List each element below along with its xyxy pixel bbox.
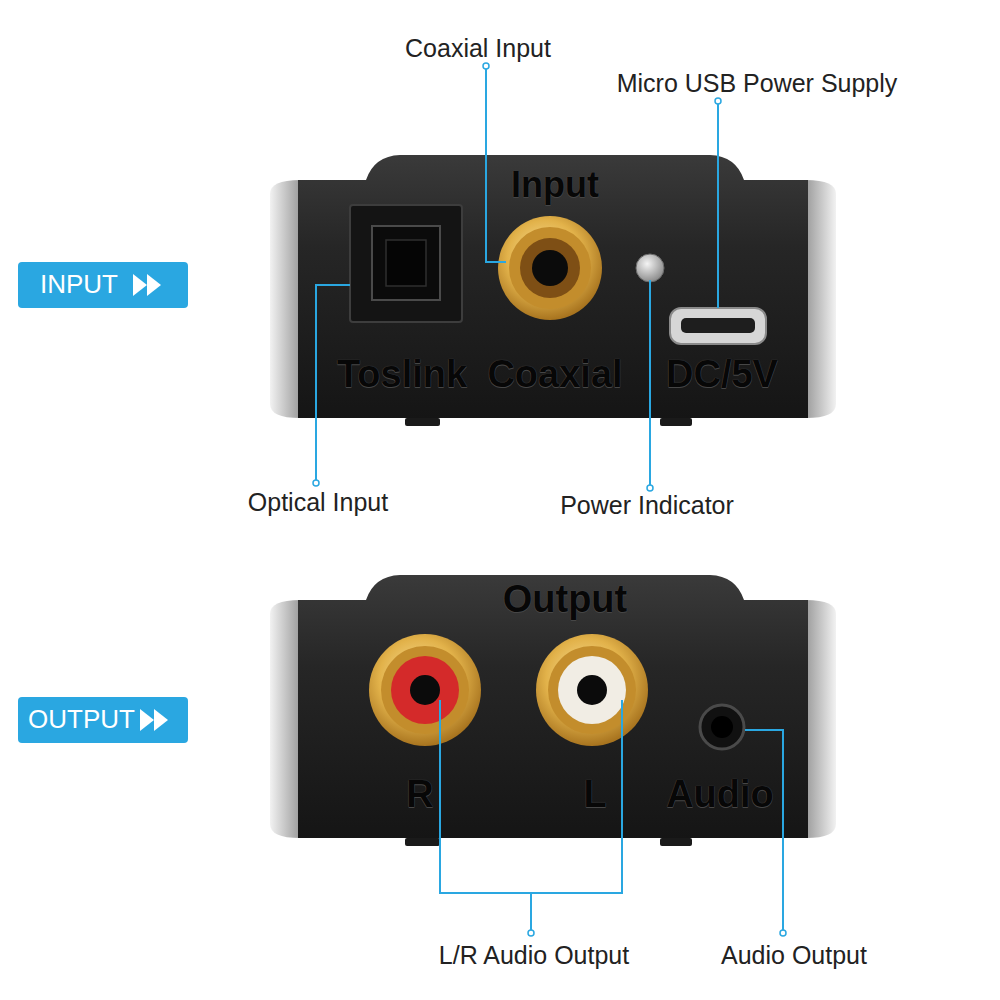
leader-line (745, 730, 783, 933)
callout-label: Audio Output (594, 940, 994, 970)
port-label: Toslink (282, 352, 522, 398)
leader-dot (483, 63, 489, 69)
port-label: Output (445, 577, 685, 623)
port-label: Coaxial (435, 352, 675, 398)
callout-label: Coaxial Input (278, 33, 678, 63)
rca-white-insert (558, 656, 626, 724)
section-badge: INPUT (18, 262, 188, 308)
port-label: R (300, 772, 540, 818)
port-label: Input (435, 163, 675, 206)
usb-shell (670, 308, 766, 344)
silver-side (270, 180, 300, 418)
toslink-port (350, 205, 462, 322)
port-label: Audio (600, 772, 840, 818)
rca-right-port (369, 634, 481, 746)
leader-line (440, 700, 622, 893)
rca-rim (548, 646, 636, 734)
badge-label: OUTPUT (28, 704, 135, 735)
coaxial-port (498, 216, 602, 320)
rca-red-insert (391, 656, 459, 724)
device-foot (660, 838, 692, 846)
device-panel: OutputRLAudio (270, 570, 836, 850)
jack-ring (700, 705, 744, 749)
coaxial-rim (509, 227, 591, 309)
leader-line (316, 285, 350, 483)
device-panel: InputToslinkCoaxialDC/5V (270, 150, 836, 430)
arrow-triangle (140, 709, 154, 731)
badge-label: INPUT (40, 269, 118, 300)
toslink-frame (350, 205, 462, 322)
rca-ring (536, 634, 648, 746)
coaxial-hole (532, 250, 568, 286)
silver-side (806, 180, 836, 418)
silver-side (270, 600, 300, 838)
leader-dot (647, 485, 653, 491)
leader-line (649, 280, 651, 488)
usb-slot (681, 318, 755, 333)
section-badge: OUTPUT (18, 697, 188, 743)
leader-line (486, 66, 506, 262)
leader-dot (715, 98, 721, 104)
leader-line (530, 893, 532, 933)
micro-usb-port (670, 308, 766, 344)
arrow-triangle (154, 709, 168, 731)
rca-ring (369, 634, 481, 746)
rca-rim (381, 646, 469, 734)
leader-dots (313, 63, 786, 936)
callout-label: Optical Input (118, 487, 518, 517)
rca-hole (410, 675, 440, 705)
coaxial-ring (498, 216, 602, 320)
device-foot (660, 418, 692, 426)
callout-label: Power Indicator (447, 490, 847, 520)
coaxial-inner (520, 238, 580, 298)
leader-line (717, 101, 719, 308)
leader-lines (316, 66, 783, 933)
rca-left-port (536, 634, 648, 746)
arrow-triangle (147, 274, 161, 296)
device-foot (405, 838, 440, 846)
arrow-triangle (133, 274, 147, 296)
leader-dot (313, 480, 319, 486)
leader-dot (528, 930, 534, 936)
toslink-shutter (386, 240, 426, 286)
power-led (636, 254, 664, 282)
device-foot (405, 418, 440, 426)
leader-dot (780, 930, 786, 936)
headphone-jack (700, 705, 744, 749)
jack-hole (711, 716, 733, 738)
silver-side (806, 600, 836, 838)
rca-hole (577, 675, 607, 705)
callout-label: L/R Audio Output (334, 940, 734, 970)
port-label: DC/5V (602, 352, 842, 398)
callout-label: Micro USB Power Supply (557, 68, 957, 98)
toslink-opening (372, 226, 440, 300)
